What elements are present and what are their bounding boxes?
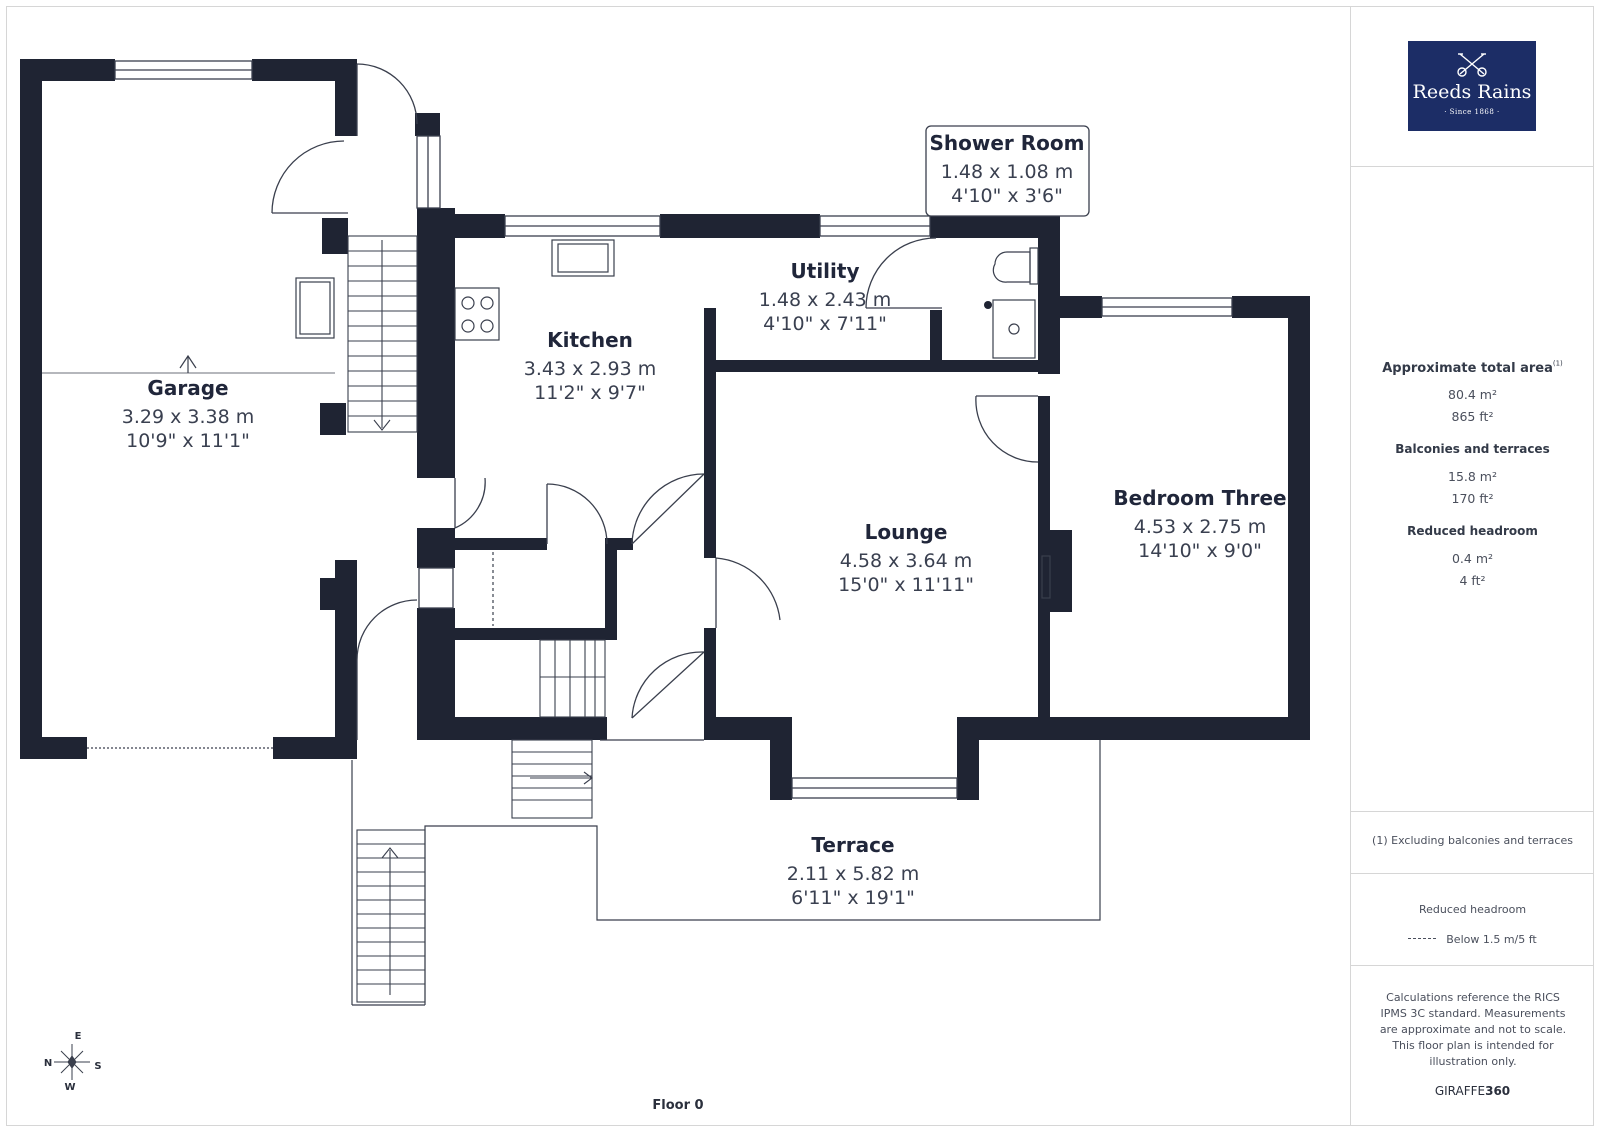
walls [20,59,1310,800]
total-area-m2: 80.4 m² [1448,387,1497,402]
credit-suffix: 360 [1485,1084,1511,1098]
terrace-outline [351,739,1101,1006]
terrace-metric: 2.11 x 5.82 m [787,863,919,885]
room-kitchen: Kitchen 3.43 x 2.93 m 11'2" x 9'7" [524,328,656,404]
balconies-ft2: 170 ft² [1451,491,1494,506]
area-summary: Approximate total area(1) 80.4 m² 865 ft… [1351,166,1594,806]
lounge-metric: 4.58 x 3.64 m [840,550,972,572]
compass-n: N [44,1058,52,1069]
reduced-headroom-heading: Reduced headroom [1407,524,1538,538]
shower-valve [984,301,992,309]
kitchen-imperial: 11'2" x 9'7" [534,382,646,404]
room-garage: Garage 3.29 x 3.38 m 10'9" x 11'1" [122,376,254,452]
legend-section: Reduced headroom Below 1.5 m/5 ft [1351,873,1594,965]
garage-imperial: 10'9" x 11'1" [126,430,250,452]
room-terrace: Terrace 2.11 x 5.82 m 6'11" x 19'1" [787,833,919,909]
utility-metric: 1.48 x 2.43 m [759,289,891,311]
room-utility: Utility 1.48 x 2.43 m 4'10" x 7'11" [759,259,891,335]
page-frame [6,6,1594,1126]
windows [87,60,1233,799]
garage-metric: 3.29 x 3.38 m [122,406,254,428]
room-bedroom-three: Bedroom Three 4.53 x 2.75 m 14'10" x 9'0… [1113,486,1286,562]
brand-since: · Since 1868 · [1444,108,1500,116]
reduced-headroom-line-icon [1408,938,1437,939]
floor-plan: Garage 3.29 x 3.38 m 10'9" x 11'1" Kitch… [20,59,1310,1113]
brand-name: Reeds Rains [1412,81,1532,103]
crossed-keys-icon [1457,53,1487,77]
compass-e: E [75,1031,82,1042]
credit-prefix: GIRAFFE [1434,1084,1486,1098]
total-area-note-marker: (1) [1552,359,1563,368]
bedroom-three-name: Bedroom Three [1113,486,1286,510]
info-sidebar: Reeds Rains · Since 1868 · Approximate t… [1350,6,1594,1126]
kitchen-metric: 3.43 x 2.93 m [524,358,656,380]
shower-room-imperial: 4'10" x 3'6" [951,185,1063,207]
terrace-imperial: 6'11" x 19'1" [791,887,915,909]
utility-name: Utility [791,259,860,283]
compass: N E S W [44,1031,102,1093]
fixtures [42,239,1051,626]
doors [271,63,1039,740]
footnote-section: (1) Excluding balconies and terraces [1351,811,1594,873]
kitchen-name: Kitchen [547,328,633,352]
brand-logo: Reeds Rains · Since 1868 · [1408,41,1536,131]
stairs [347,235,606,1003]
lounge-imperial: 15'0" x 11'11" [838,574,974,596]
shower-room-label-box [925,125,1090,217]
shower-room-name: Shower Room [930,131,1085,155]
bedroom-three-imperial: 14'10" x 9'0" [1138,540,1262,562]
bedroom-three-metric: 4.53 x 2.75 m [1134,516,1266,538]
room-shower-room: Shower Room 1.48 x 1.08 m 4'10" x 3'6" [925,125,1090,217]
compass-w: W [64,1082,75,1093]
balconies-m2: 15.8 m² [1448,469,1497,484]
reduced-headroom-m2: 0.4 m² [1451,551,1494,566]
compass-rose-icon [54,1044,90,1080]
garage-name: Garage [147,376,228,400]
utility-imperial: 4'10" x 7'11" [763,313,887,335]
reduced-headroom-ft2: 4 ft² [1459,573,1486,588]
total-area-heading: Approximate total area [1382,361,1553,376]
shower-room-metric: 1.48 x 1.08 m [941,161,1073,183]
room-lounge: Lounge 4.58 x 3.64 m 15'0" x 11'11" [838,520,974,596]
disclaimer-text: Calculations reference the RICS IPMS 3C … [1379,991,1567,1068]
terrace-name: Terrace [811,833,894,857]
legend-item: Below 1.5 m/5 ft [1446,933,1537,946]
compass-s: S [94,1061,101,1072]
legend-title: Reduced headroom [1418,903,1527,916]
footnote-text: (1) Excluding balconies and terraces [1372,834,1573,847]
disclaimer-section: Calculations reference the RICS IPMS 3C … [1351,965,1594,1126]
credit: GIRAFFE360 [1351,1084,1594,1098]
balconies-heading: Balconies and terraces [1395,442,1550,456]
total-area-ft2: 865 ft² [1451,409,1494,424]
floor-label: Floor 0 [652,1098,703,1113]
lounge-name: Lounge [865,520,948,544]
